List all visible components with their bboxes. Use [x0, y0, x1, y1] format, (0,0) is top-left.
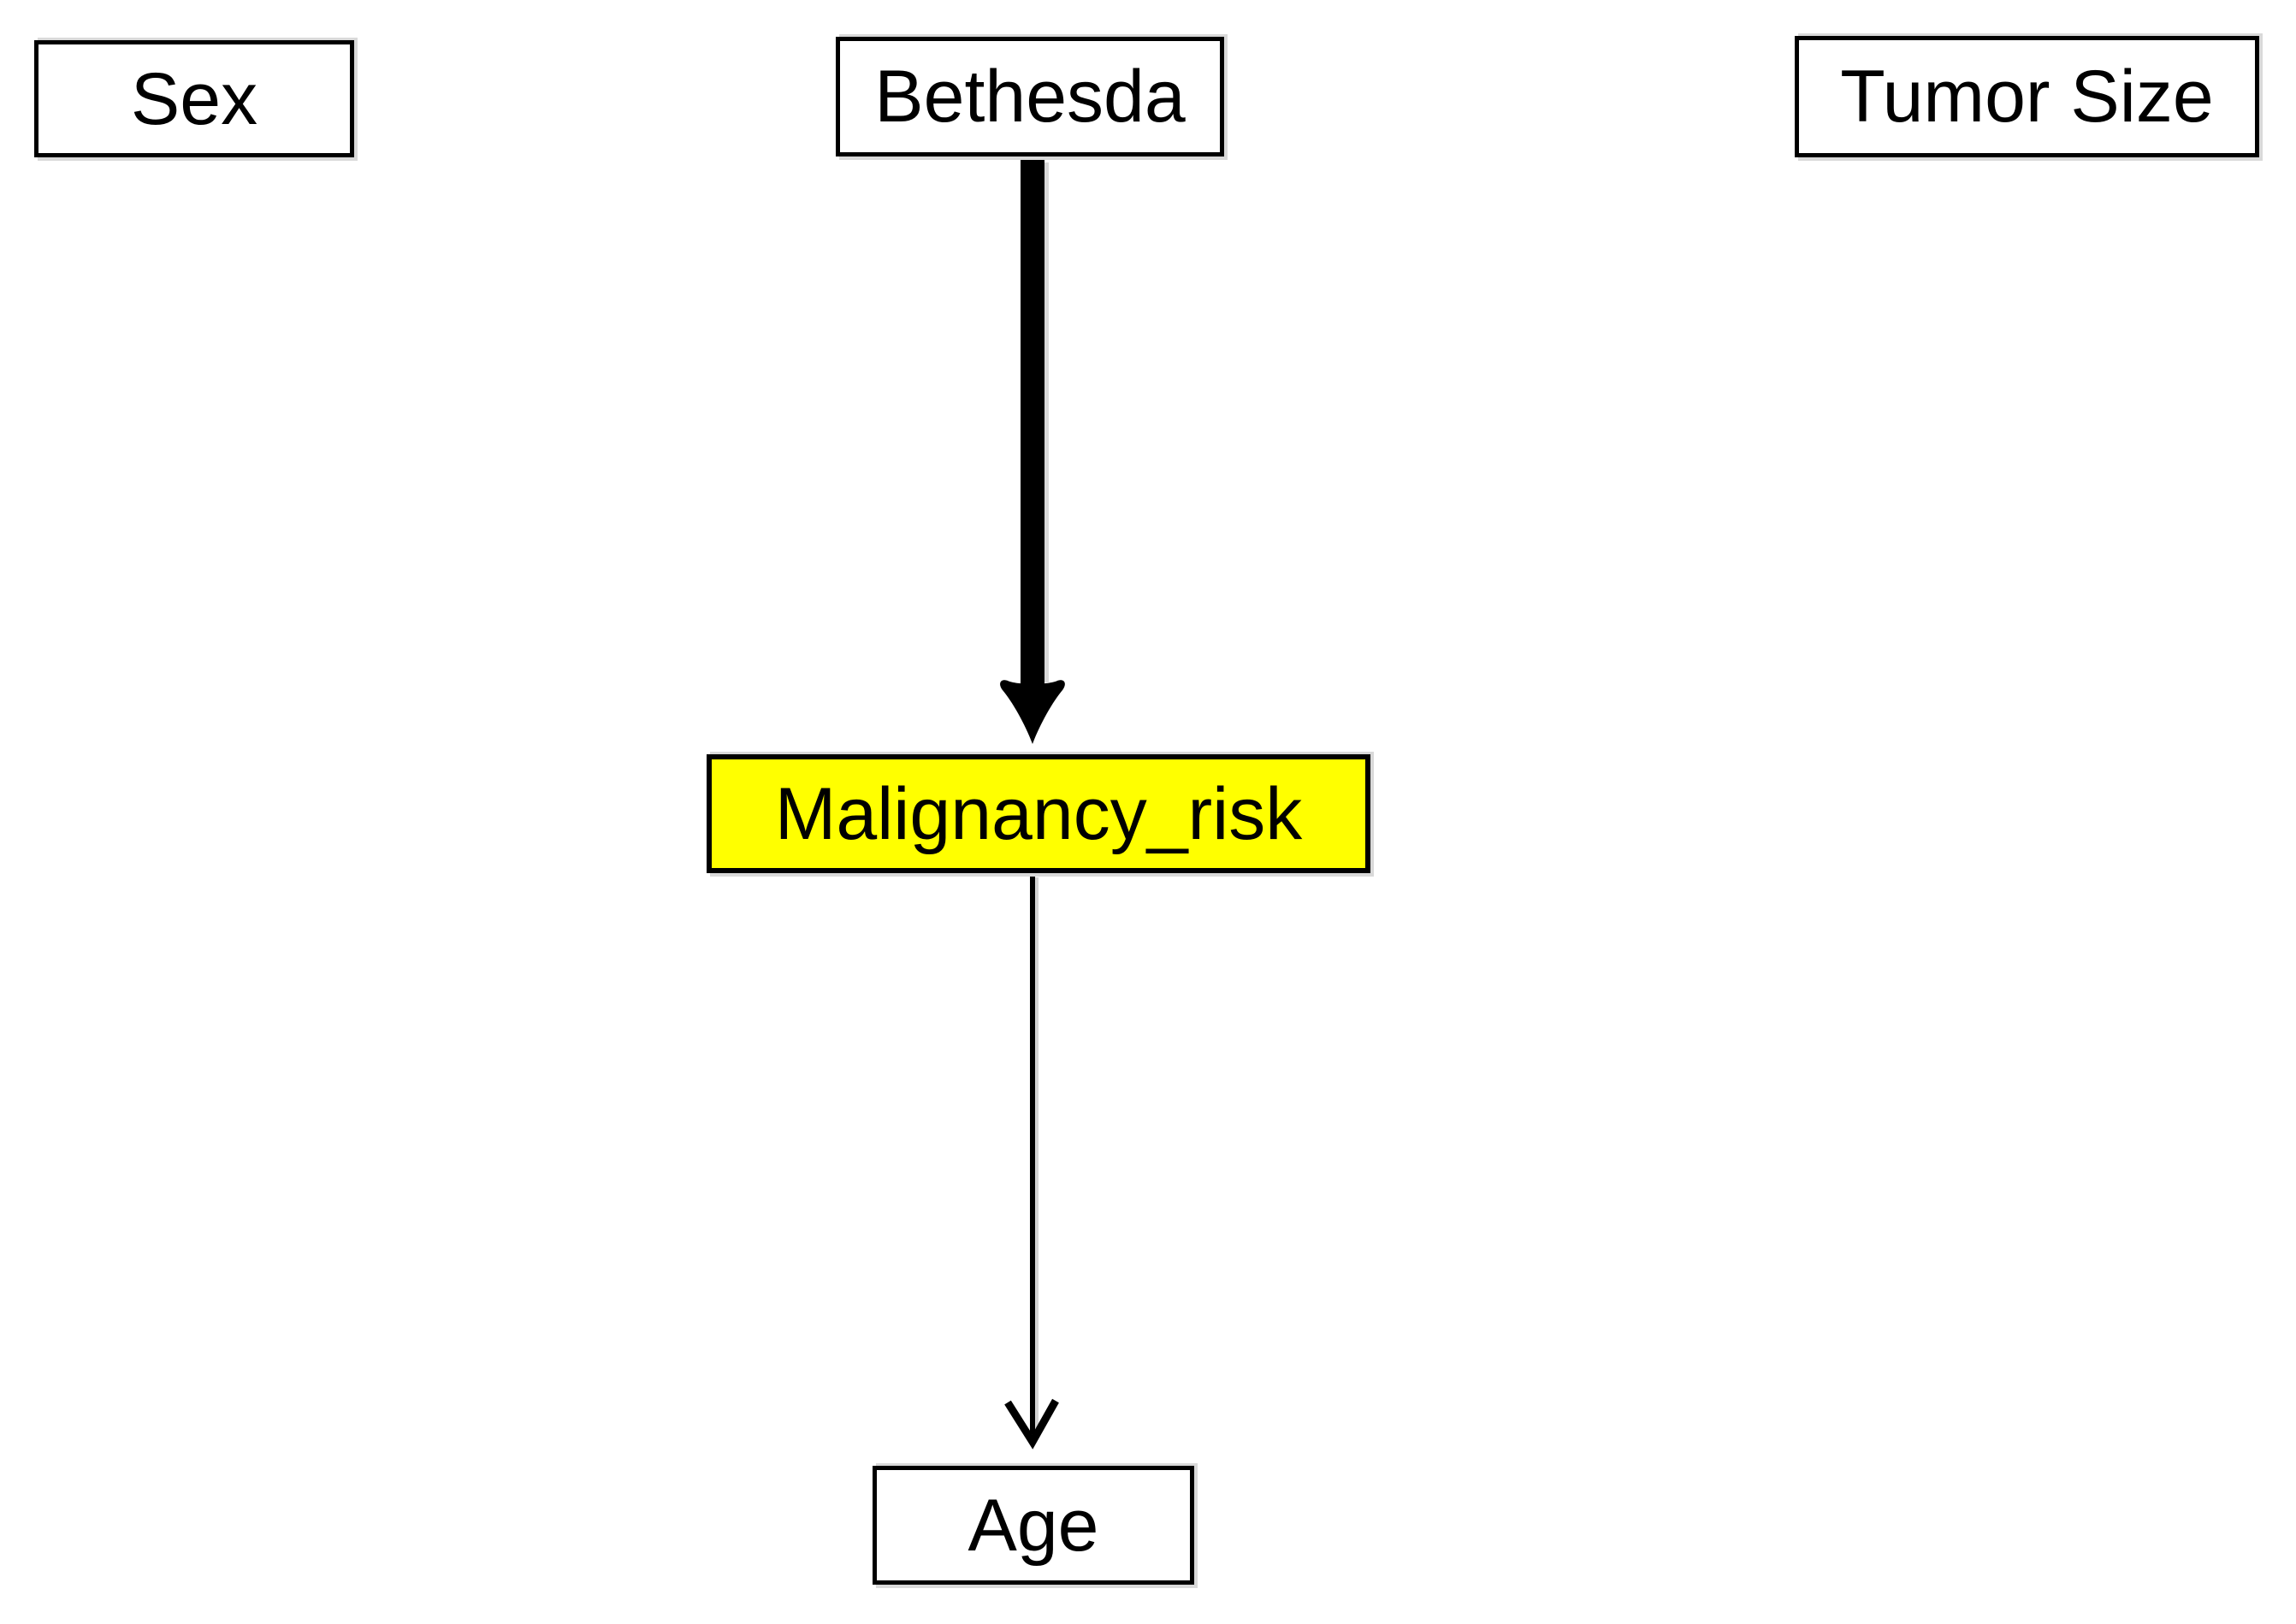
node-tumor-size: Tumor Size: [1795, 36, 2259, 157]
solid-arrowhead-icon: [1000, 680, 1065, 744]
node-malignancy-risk-label: Malignancy_risk: [774, 772, 1303, 855]
node-sex-label: Sex: [130, 57, 258, 140]
node-malignancy-risk: Malignancy_risk: [707, 754, 1370, 873]
thick-edge-shadow: [1044, 162, 1049, 682]
node-bethesda-label: Bethesda: [874, 56, 1186, 138]
node-tumor-size-label: Tumor Size: [1840, 56, 2214, 138]
edge-malignancy-to-age: [1004, 873, 1059, 1450]
node-sex: Sex: [34, 40, 354, 157]
node-bethesda: Bethesda: [836, 37, 1224, 156]
node-age-label: Age: [968, 1484, 1099, 1567]
open-arrowhead-icon: [1004, 1398, 1059, 1450]
thin-edge-stem: [1030, 873, 1035, 1434]
thick-edge-stem: [1021, 154, 1044, 686]
thin-edge-shadow: [1035, 877, 1039, 1433]
node-age: Age: [873, 1466, 1194, 1585]
edge-bethesda-to-malignancy: [1000, 154, 1065, 744]
